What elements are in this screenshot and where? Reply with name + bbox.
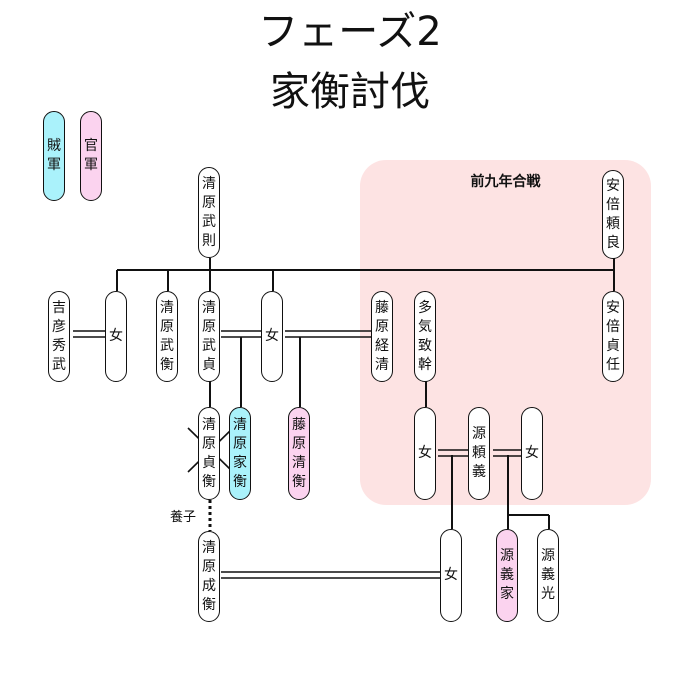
- node-woman-5: 女: [440, 529, 462, 622]
- node-kiyohara-takesada: 清原武貞: [198, 291, 220, 382]
- node-woman-3: 女: [414, 407, 436, 500]
- node-fujiwara-tsunekiyo: 藤原経清: [371, 291, 393, 382]
- legend-government-army: 官軍: [80, 111, 102, 201]
- node-kiyohara-takehira: 清原武衡: [156, 291, 178, 382]
- title-subject: 家衡討伐: [270, 69, 430, 115]
- legend-rebel-army: 賊軍: [43, 111, 65, 201]
- node-taki-naritoki: 多気致幹: [414, 291, 436, 382]
- node-kiyohara-yoshihiko: 吉彦秀武: [48, 291, 70, 382]
- node-abe-yoritoki: 安倍頼良: [602, 170, 624, 259]
- node-fujiwara-kiyohira: 藤原清衡: [288, 407, 310, 500]
- node-woman-1: 女: [105, 291, 127, 382]
- node-minamoto-yoshiie: 源義家: [496, 529, 518, 622]
- node-minamoto-yoriyoshi: 源頼義: [468, 407, 490, 500]
- zenkunen-war-label: 前九年合戦: [470, 174, 541, 190]
- node-woman-2: 女: [261, 291, 283, 382]
- node-woman-4: 女: [521, 407, 543, 500]
- node-abe-sadato: 安倍貞任: [602, 291, 624, 382]
- node-kiyohara-takenori: 清原武則: [198, 167, 220, 258]
- node-kiyohara-sadahira: 清原貞衡: [198, 407, 220, 500]
- adoption-label: 養子: [170, 510, 197, 525]
- node-kiyohara-narihira: 清原成衡: [198, 531, 220, 622]
- node-minamoto-yoshimitsu: 源義光: [537, 529, 559, 622]
- title-phase: フェーズ2: [258, 9, 442, 55]
- node-kiyohara-iehira: 清原家衡: [229, 407, 251, 500]
